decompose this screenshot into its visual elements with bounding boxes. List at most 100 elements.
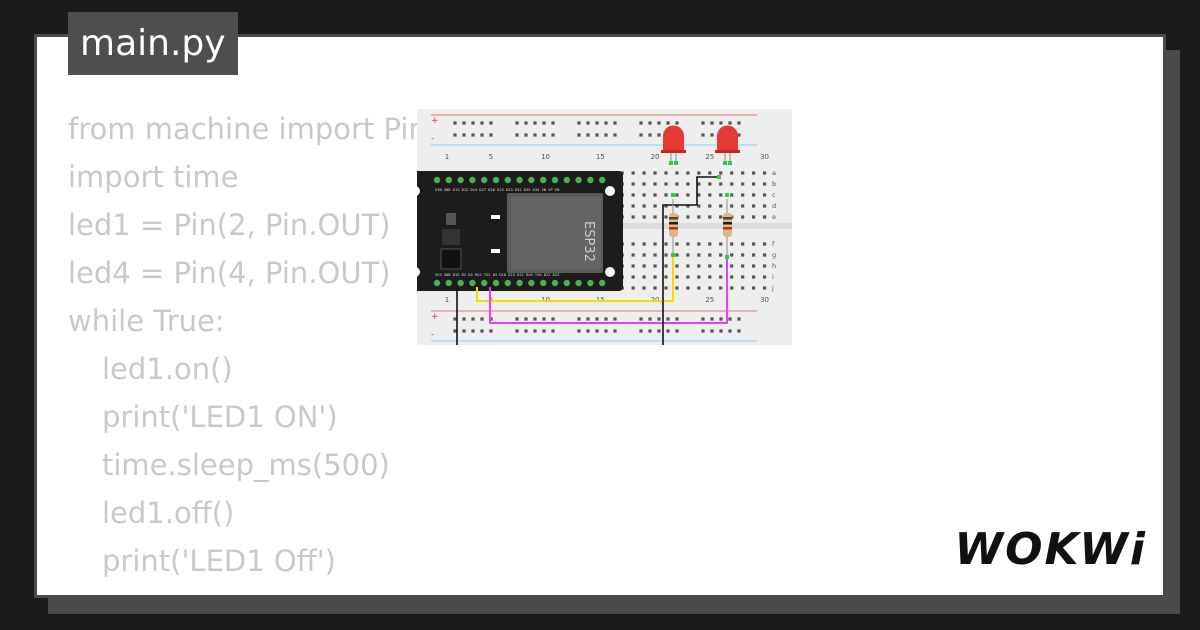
breadboard-hole bbox=[631, 182, 635, 186]
rail-minus-top: - bbox=[431, 134, 434, 144]
breadboard-hole bbox=[752, 193, 756, 197]
breadboard-hole bbox=[697, 182, 701, 186]
breadboard-hole bbox=[708, 171, 712, 175]
breadboard-hole bbox=[708, 253, 712, 257]
rail-hole bbox=[666, 329, 670, 333]
rail-hole bbox=[524, 329, 528, 333]
breadboard-hole bbox=[762, 215, 767, 219]
esp32-pin-top bbox=[563, 176, 570, 184]
breadboard-hole bbox=[675, 253, 679, 257]
esp32-pin-bottom bbox=[492, 279, 500, 287]
breadboard-hole bbox=[697, 264, 701, 268]
breadboard-hole bbox=[664, 171, 668, 175]
breadboard-hole bbox=[631, 275, 635, 279]
breadboard-hole bbox=[642, 253, 646, 257]
rail-hole bbox=[577, 329, 581, 333]
breadboard-hole bbox=[675, 171, 679, 175]
breadboard-hole bbox=[642, 171, 646, 175]
rail-hole bbox=[471, 329, 475, 333]
led-smd-2 bbox=[491, 249, 500, 253]
esp32-shield bbox=[511, 197, 601, 269]
connection-marker bbox=[669, 161, 673, 165]
rail-hole bbox=[701, 133, 705, 137]
rail-hole bbox=[515, 121, 519, 125]
row-letter: h bbox=[772, 262, 776, 270]
rail-hole bbox=[515, 317, 519, 321]
breadboard-hole bbox=[675, 275, 679, 279]
mount-hole-tl bbox=[417, 186, 420, 196]
rail-hole bbox=[648, 317, 652, 321]
rail-hole bbox=[613, 133, 617, 137]
breadboard-hole bbox=[719, 275, 723, 279]
rail-hole bbox=[533, 121, 537, 125]
connection-marker bbox=[717, 175, 721, 179]
rail-hole bbox=[480, 133, 484, 137]
rail-hole bbox=[675, 329, 679, 333]
rail-hole bbox=[551, 121, 555, 125]
breadboard-hole bbox=[730, 264, 734, 268]
code-line: led1 = Pin(2, Pin.OUT) bbox=[68, 208, 391, 242]
rail-hole bbox=[613, 121, 617, 125]
code-line: from machine import Pin bbox=[68, 112, 427, 146]
esp32-pin-bottom bbox=[587, 279, 594, 287]
rail-hole bbox=[471, 317, 475, 321]
breadboard-hole bbox=[664, 253, 668, 257]
column-number: 30 bbox=[760, 153, 769, 161]
rail-hole bbox=[639, 329, 643, 333]
connection-marker bbox=[723, 161, 727, 165]
rail-hole bbox=[604, 329, 608, 333]
breadboard-hole bbox=[762, 264, 767, 268]
resistor-2 bbox=[723, 213, 732, 237]
rail-hole bbox=[737, 121, 741, 125]
breadboard-hole bbox=[730, 242, 734, 246]
column-number: 1 bbox=[445, 153, 449, 161]
file-tab[interactable]: main.py bbox=[68, 12, 238, 75]
wire-yellow bbox=[476, 255, 674, 302]
esp32-pin-top bbox=[492, 176, 500, 184]
code-line: led1.on() bbox=[102, 352, 233, 386]
rail-hole bbox=[595, 317, 599, 321]
row-letter: a bbox=[772, 169, 776, 177]
esp32-pin-top bbox=[575, 176, 582, 184]
breadboard-hole bbox=[631, 253, 635, 257]
breadboard-hole bbox=[697, 286, 701, 290]
breadboard-hole bbox=[741, 171, 745, 175]
rail-minus-bottom: - bbox=[431, 330, 434, 340]
rail-hole bbox=[515, 329, 519, 333]
connection-marker bbox=[728, 161, 732, 165]
breadboard-hole bbox=[719, 286, 723, 290]
mount-hole-tr bbox=[605, 186, 615, 196]
breadboard-hole bbox=[752, 215, 756, 219]
breadboard-hole bbox=[642, 264, 646, 268]
breadboard-hole bbox=[675, 193, 679, 197]
breadboard-hole bbox=[664, 182, 668, 186]
breadboard-hole bbox=[675, 204, 679, 208]
breadboard-hole bbox=[642, 275, 646, 279]
esp32-pin-top bbox=[528, 176, 535, 184]
esp32-pin-top bbox=[481, 176, 488, 184]
breadboard-hole bbox=[664, 264, 668, 268]
breadboard-hole bbox=[708, 204, 712, 208]
column-number: 10 bbox=[541, 153, 550, 161]
rail-hole bbox=[533, 329, 537, 333]
rail-hole bbox=[586, 121, 590, 125]
uart-chip bbox=[440, 248, 462, 270]
rail-hole bbox=[604, 121, 608, 125]
breadboard-hole bbox=[664, 275, 668, 279]
rail-hole bbox=[639, 133, 643, 137]
wokwi-logo[interactable]: WOKWi bbox=[954, 524, 1147, 575]
code-line: import time bbox=[68, 160, 239, 194]
breadboard-hole bbox=[653, 204, 657, 208]
breadboard-hole bbox=[708, 215, 712, 219]
rail-plus-bottom: + bbox=[431, 312, 439, 322]
esp32-chip-label: ESP32 bbox=[581, 221, 596, 262]
breadboard-hole bbox=[653, 242, 657, 246]
rail-hole bbox=[586, 133, 590, 137]
rail-hole bbox=[595, 329, 599, 333]
rail-hole bbox=[710, 329, 714, 333]
rail-hole bbox=[577, 317, 581, 321]
project-card[interactable]: from machine import Pin import time led1 =… bbox=[34, 34, 1166, 598]
rail-hole bbox=[533, 317, 537, 321]
breadboard-hole bbox=[697, 193, 701, 197]
